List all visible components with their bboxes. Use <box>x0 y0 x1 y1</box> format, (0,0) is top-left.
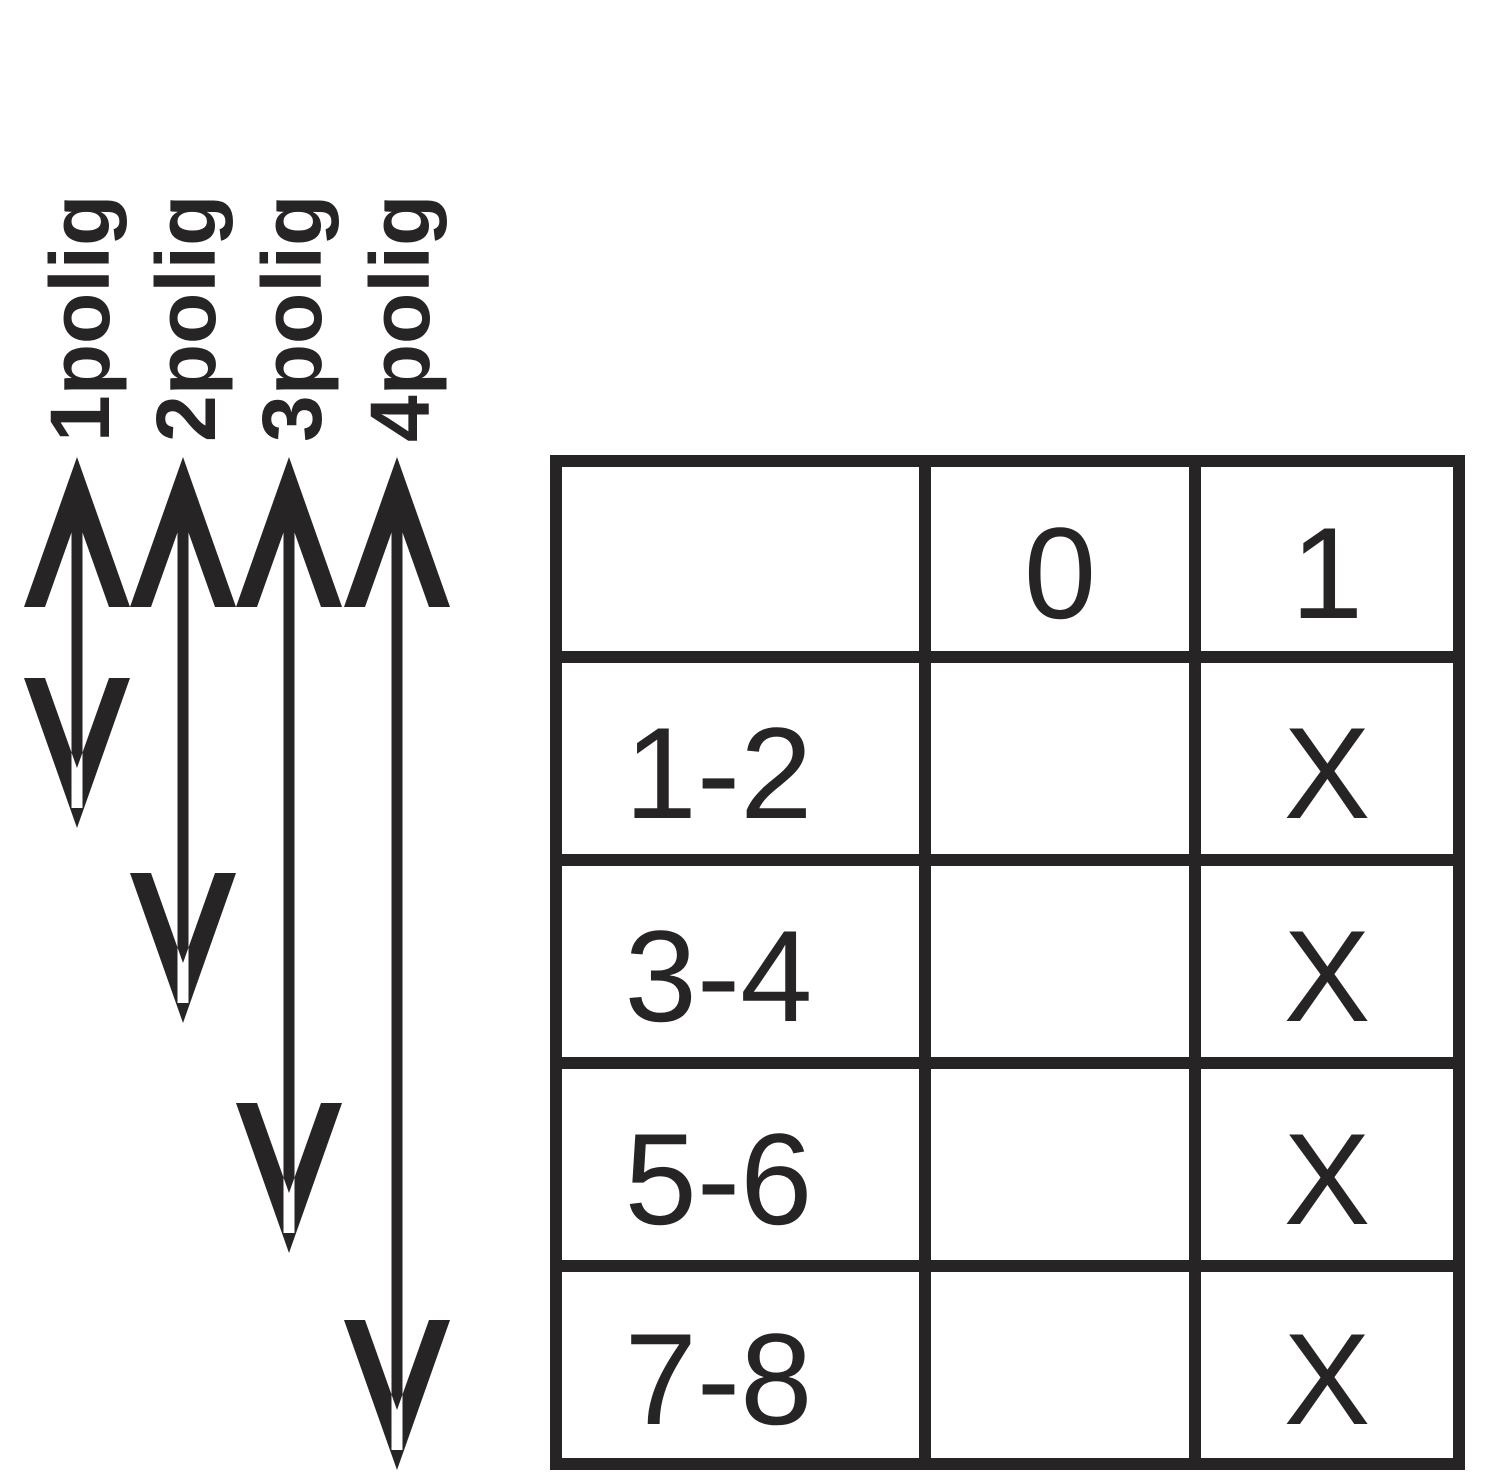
double-arrow-1polig <box>24 457 130 828</box>
double-arrows-group <box>24 457 450 1470</box>
arrow-label-2polig: 2polig <box>139 195 233 442</box>
cell-7-8-pos0 <box>931 1272 1189 1458</box>
row-label-3-4: 3-4 <box>562 866 919 1057</box>
table-header-empty <box>562 467 919 651</box>
cell-5-6-pos0 <box>931 1069 1189 1260</box>
row-label-5-6: 5-6 <box>562 1069 919 1260</box>
contact-table: 0 1 1-2 X 3-4 X 5-6 X 7-8 X <box>550 455 1465 1470</box>
double-arrow-3polig <box>236 457 342 1253</box>
cell-3-4-pos0 <box>931 866 1189 1057</box>
row-label-7-8: 7-8 <box>562 1272 919 1458</box>
cell-1-2-pos1: X <box>1201 663 1453 854</box>
cell-3-4-pos1: X <box>1201 866 1453 1057</box>
cell-5-6-pos1: X <box>1201 1069 1453 1260</box>
arrow-label-1polig: 1polig <box>33 195 127 442</box>
double-arrow-4polig <box>344 457 450 1470</box>
arrow-label-3polig: 3polig <box>245 195 339 442</box>
table-header-position-1: 1 <box>1201 467 1453 651</box>
cell-1-2-pos0 <box>931 663 1189 854</box>
double-arrow-2polig <box>130 457 236 1023</box>
cell-7-8-pos1: X <box>1201 1272 1453 1458</box>
row-label-1-2: 1-2 <box>562 663 919 854</box>
arrow-label-4polig: 4polig <box>353 195 447 442</box>
table-header-position-0: 0 <box>931 467 1189 651</box>
